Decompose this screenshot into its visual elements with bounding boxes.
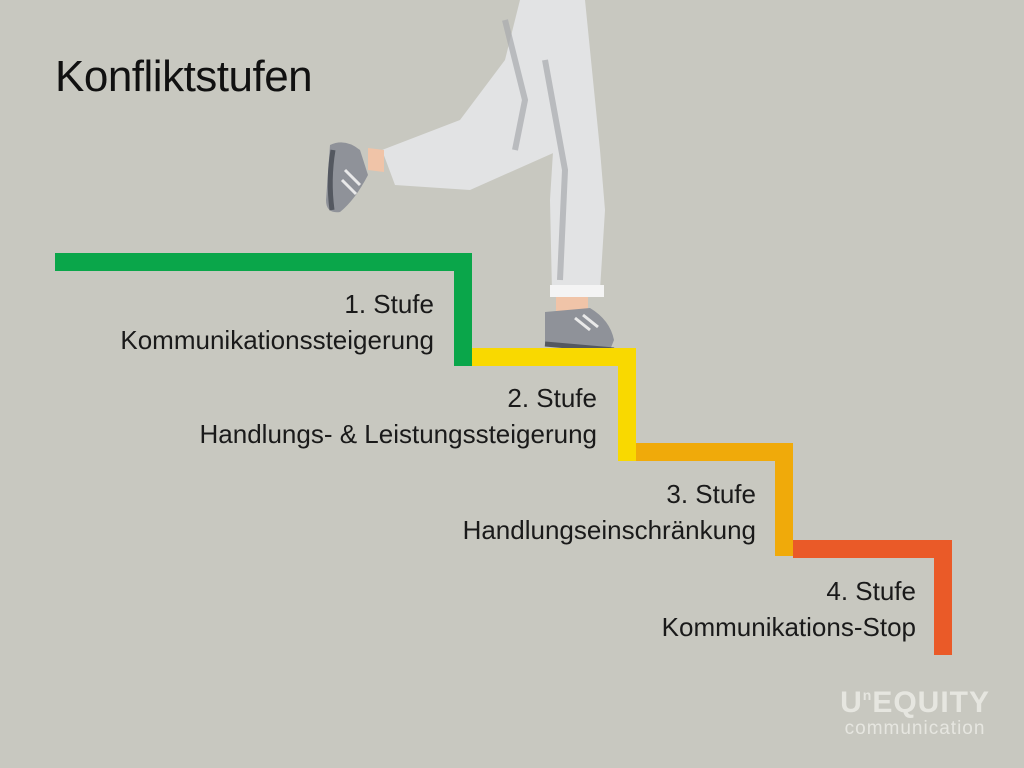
step-3-description: Handlungseinschränkung <box>462 515 756 545</box>
step-4-name: 4. Stufe <box>826 576 916 606</box>
logo: UnEQUITY communication <box>840 680 990 740</box>
step-1-label: 1. Stufe Kommunikationssteigerung <box>120 286 434 358</box>
step-3-line <box>636 443 793 556</box>
step-2-line <box>472 348 636 461</box>
step-3-name: 3. Stufe <box>666 479 756 509</box>
step-3-label: 3. Stufe Handlungseinschränkung <box>463 476 756 548</box>
walking-figure-illustration <box>326 0 615 353</box>
step-2-label: 2. Stufe Handlungs- & Leistungssteigerun… <box>200 380 597 452</box>
step-2-description: Handlungs- & Leistungssteigerung <box>199 419 597 449</box>
page-title: Konfliktstufen <box>55 52 313 101</box>
logo-subtitle: communication <box>844 718 986 739</box>
step-1-name: 1. Stufe <box>344 289 434 319</box>
step-1-line <box>55 253 472 366</box>
step-4-description: Kommunikations-Stop <box>661 612 916 642</box>
step-4-line <box>793 540 952 655</box>
step-1-description: Kommunikationssteigerung <box>120 325 434 355</box>
step-4-label: 4. Stufe Kommunikations-Stop <box>662 573 916 645</box>
logo-brand: UnEQUITY <box>840 686 990 719</box>
step-2-name: 2. Stufe <box>507 383 597 413</box>
